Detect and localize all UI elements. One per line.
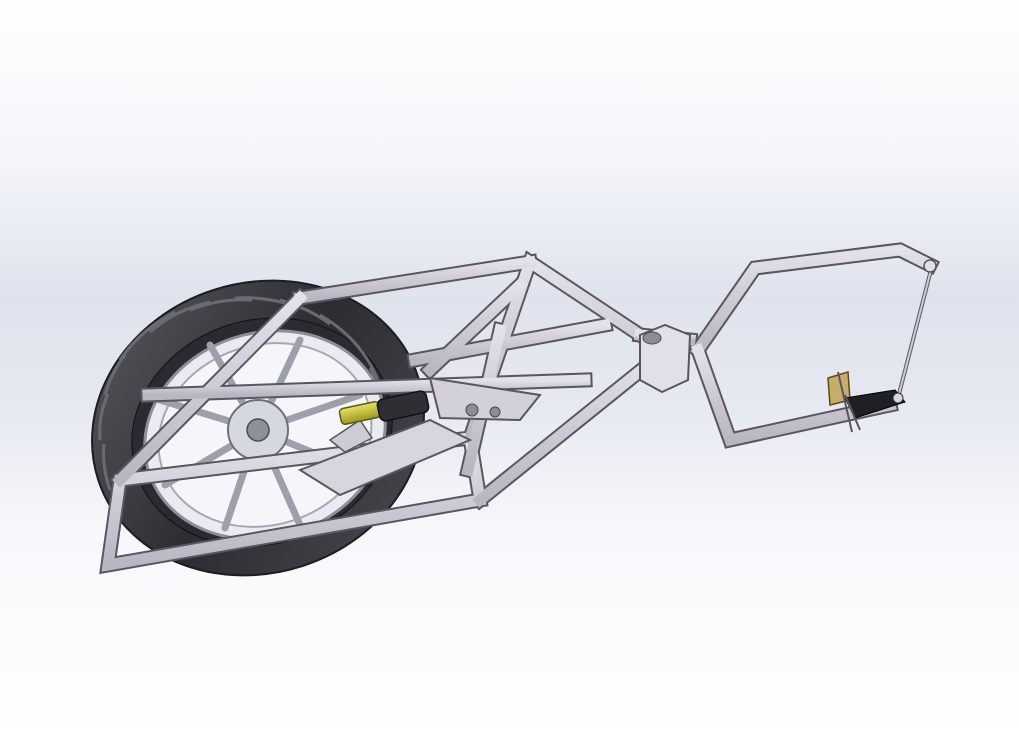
pivot-hole-2 [489,406,501,418]
axle [246,418,270,442]
hitch-pivot[interactable] [639,323,692,394]
swing-arm[interactable] [297,376,542,497]
shock-absorber[interactable] [338,390,430,425]
hitch-clamp[interactable] [827,371,906,433]
hitch-rod[interactable] [896,259,937,399]
pivot-hole-1 [465,403,479,417]
